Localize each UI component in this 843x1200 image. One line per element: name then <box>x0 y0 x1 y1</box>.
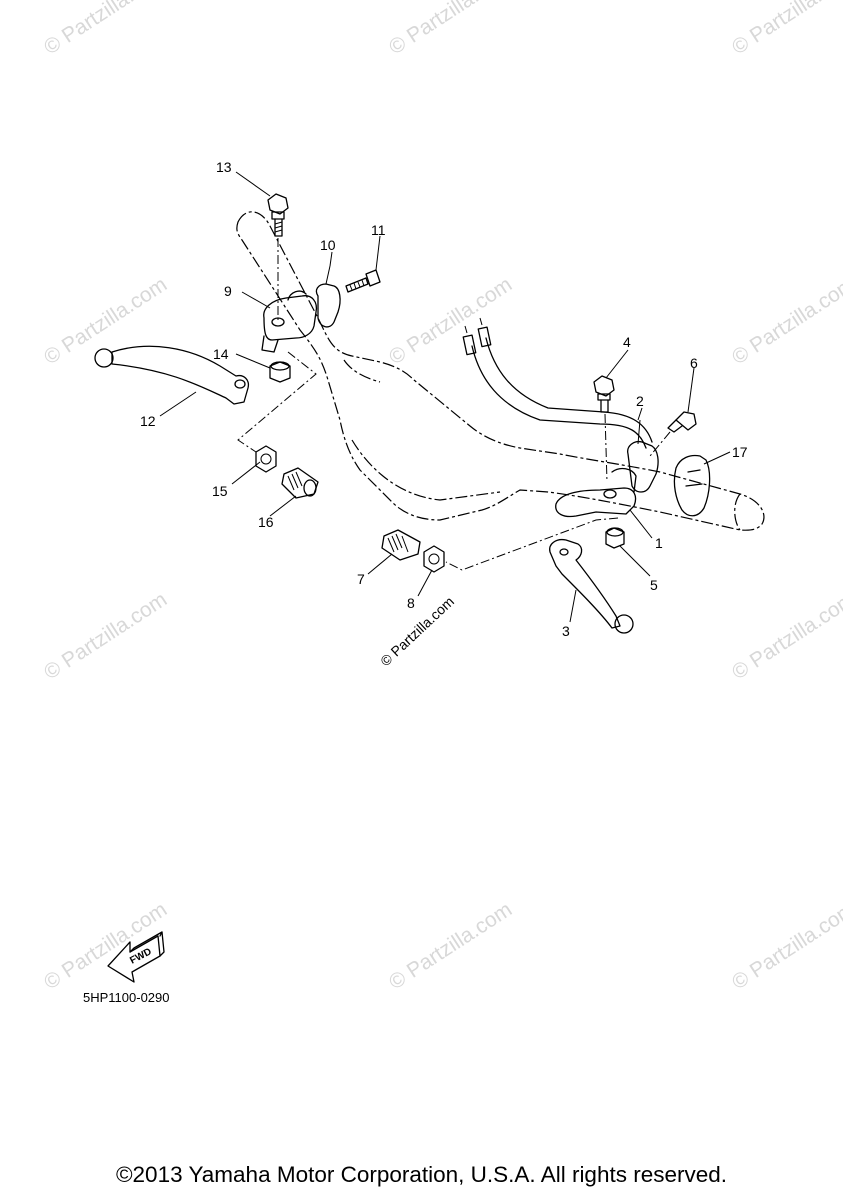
leader-lines <box>159 171 731 623</box>
copyright: ©2013 Yamaha Motor Corporation, U.S.A. A… <box>115 1162 728 1187</box>
center-watermark: © Partzilla.com <box>377 593 457 669</box>
assembly-line-left <box>237 351 317 453</box>
switch-17 <box>673 454 711 517</box>
callout-10: 10 <box>320 237 336 253</box>
nut-14 <box>269 361 291 383</box>
locknut-8 <box>423 545 445 573</box>
lever-holder-1 <box>555 467 637 518</box>
callout-8: 8 <box>407 595 415 611</box>
clutch-lever-12 <box>94 345 250 405</box>
screw-11 <box>345 269 381 293</box>
adjuster-16 <box>281 467 319 499</box>
assembly-line-right <box>445 517 619 571</box>
fwd-arrow-icon: FWD <box>107 931 165 983</box>
callout-16: 16 <box>258 514 274 530</box>
brake-lever-3 <box>549 538 634 634</box>
callout-12: 12 <box>140 413 156 429</box>
callout-11: 11 <box>371 222 386 238</box>
callout-13: 13 <box>216 159 232 175</box>
callout-3: 3 <box>562 623 570 639</box>
wire-harness <box>462 317 653 449</box>
lever-holder-9 <box>261 290 318 353</box>
callout-6: 6 <box>690 355 698 371</box>
screw-6 <box>649 411 697 457</box>
callout-7: 7 <box>357 571 365 587</box>
callout-17: 17 <box>732 444 748 460</box>
callout-4: 4 <box>623 334 631 350</box>
adjuster-7 <box>381 529 421 561</box>
diagram-code: 5HP1100-0290 <box>83 990 170 1005</box>
holder-2 <box>627 419 659 493</box>
callout-9: 9 <box>224 283 232 299</box>
clamp-10 <box>315 265 341 328</box>
callout-5: 5 <box>650 577 658 593</box>
callout-1: 1 <box>655 535 663 551</box>
bolt-13 <box>267 193 289 320</box>
callout-14: 14 <box>213 346 229 362</box>
nut-5 <box>605 527 625 549</box>
bolt-4 <box>593 375 615 483</box>
locknut-15 <box>255 445 277 473</box>
handlebar <box>236 211 765 531</box>
callout-2: 2 <box>636 393 644 409</box>
callout-15: 15 <box>212 483 228 499</box>
callouts: 1 2 3 4 5 6 7 8 9 10 11 12 13 14 15 16 1… <box>140 159 748 639</box>
